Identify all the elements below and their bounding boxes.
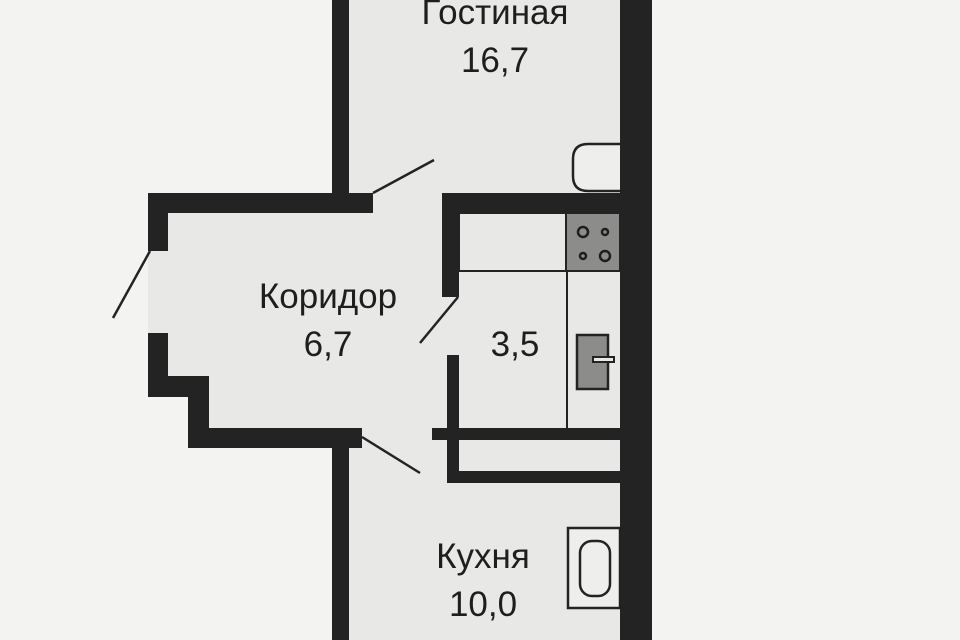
room-name-kitchen: Кухня [436,537,530,576]
bathroom-bottom-wall [432,428,620,440]
storage-bottom-wall [447,471,620,483]
room-labels: Гостиная 16,7 Коридор 6,7 3,5 Кухня 10,0 [259,0,569,624]
burner [600,227,610,237]
kitchen-nook-top-wall [442,193,620,213]
room-name-living: Гостиная [422,0,569,32]
corridor-bottom-wall [188,428,362,448]
tub-basin [578,539,612,598]
stove-icon [565,212,621,272]
burner [578,251,588,261]
room-area-corridor: 6,7 [304,325,353,364]
living-room-fixture [571,142,620,193]
bathroom-wall-upper [442,213,459,297]
outer-wall-right [620,0,652,640]
living-room-door [372,158,435,195]
entrance-door [111,250,152,319]
burner [576,225,590,239]
kitchen-door [361,435,421,475]
room-name-corridor: Коридор [259,277,397,316]
counter [458,212,567,272]
corridor-left-wall-upper [148,193,168,251]
kitchen-left-wall [332,440,349,640]
walls [148,0,652,640]
bathroom-wall-lower [447,355,459,483]
doors [111,158,459,475]
faucet-icon [592,356,615,363]
fixtures [458,142,622,610]
room-area-kitchen: 10,0 [449,585,517,624]
living-room-left-wall [332,0,349,213]
room-area-living: 16,7 [461,41,529,80]
bathroom-door [419,296,459,344]
burner [598,249,612,263]
corridor-top-wall [148,193,373,213]
room-area-bathroom: 3,5 [491,325,540,364]
